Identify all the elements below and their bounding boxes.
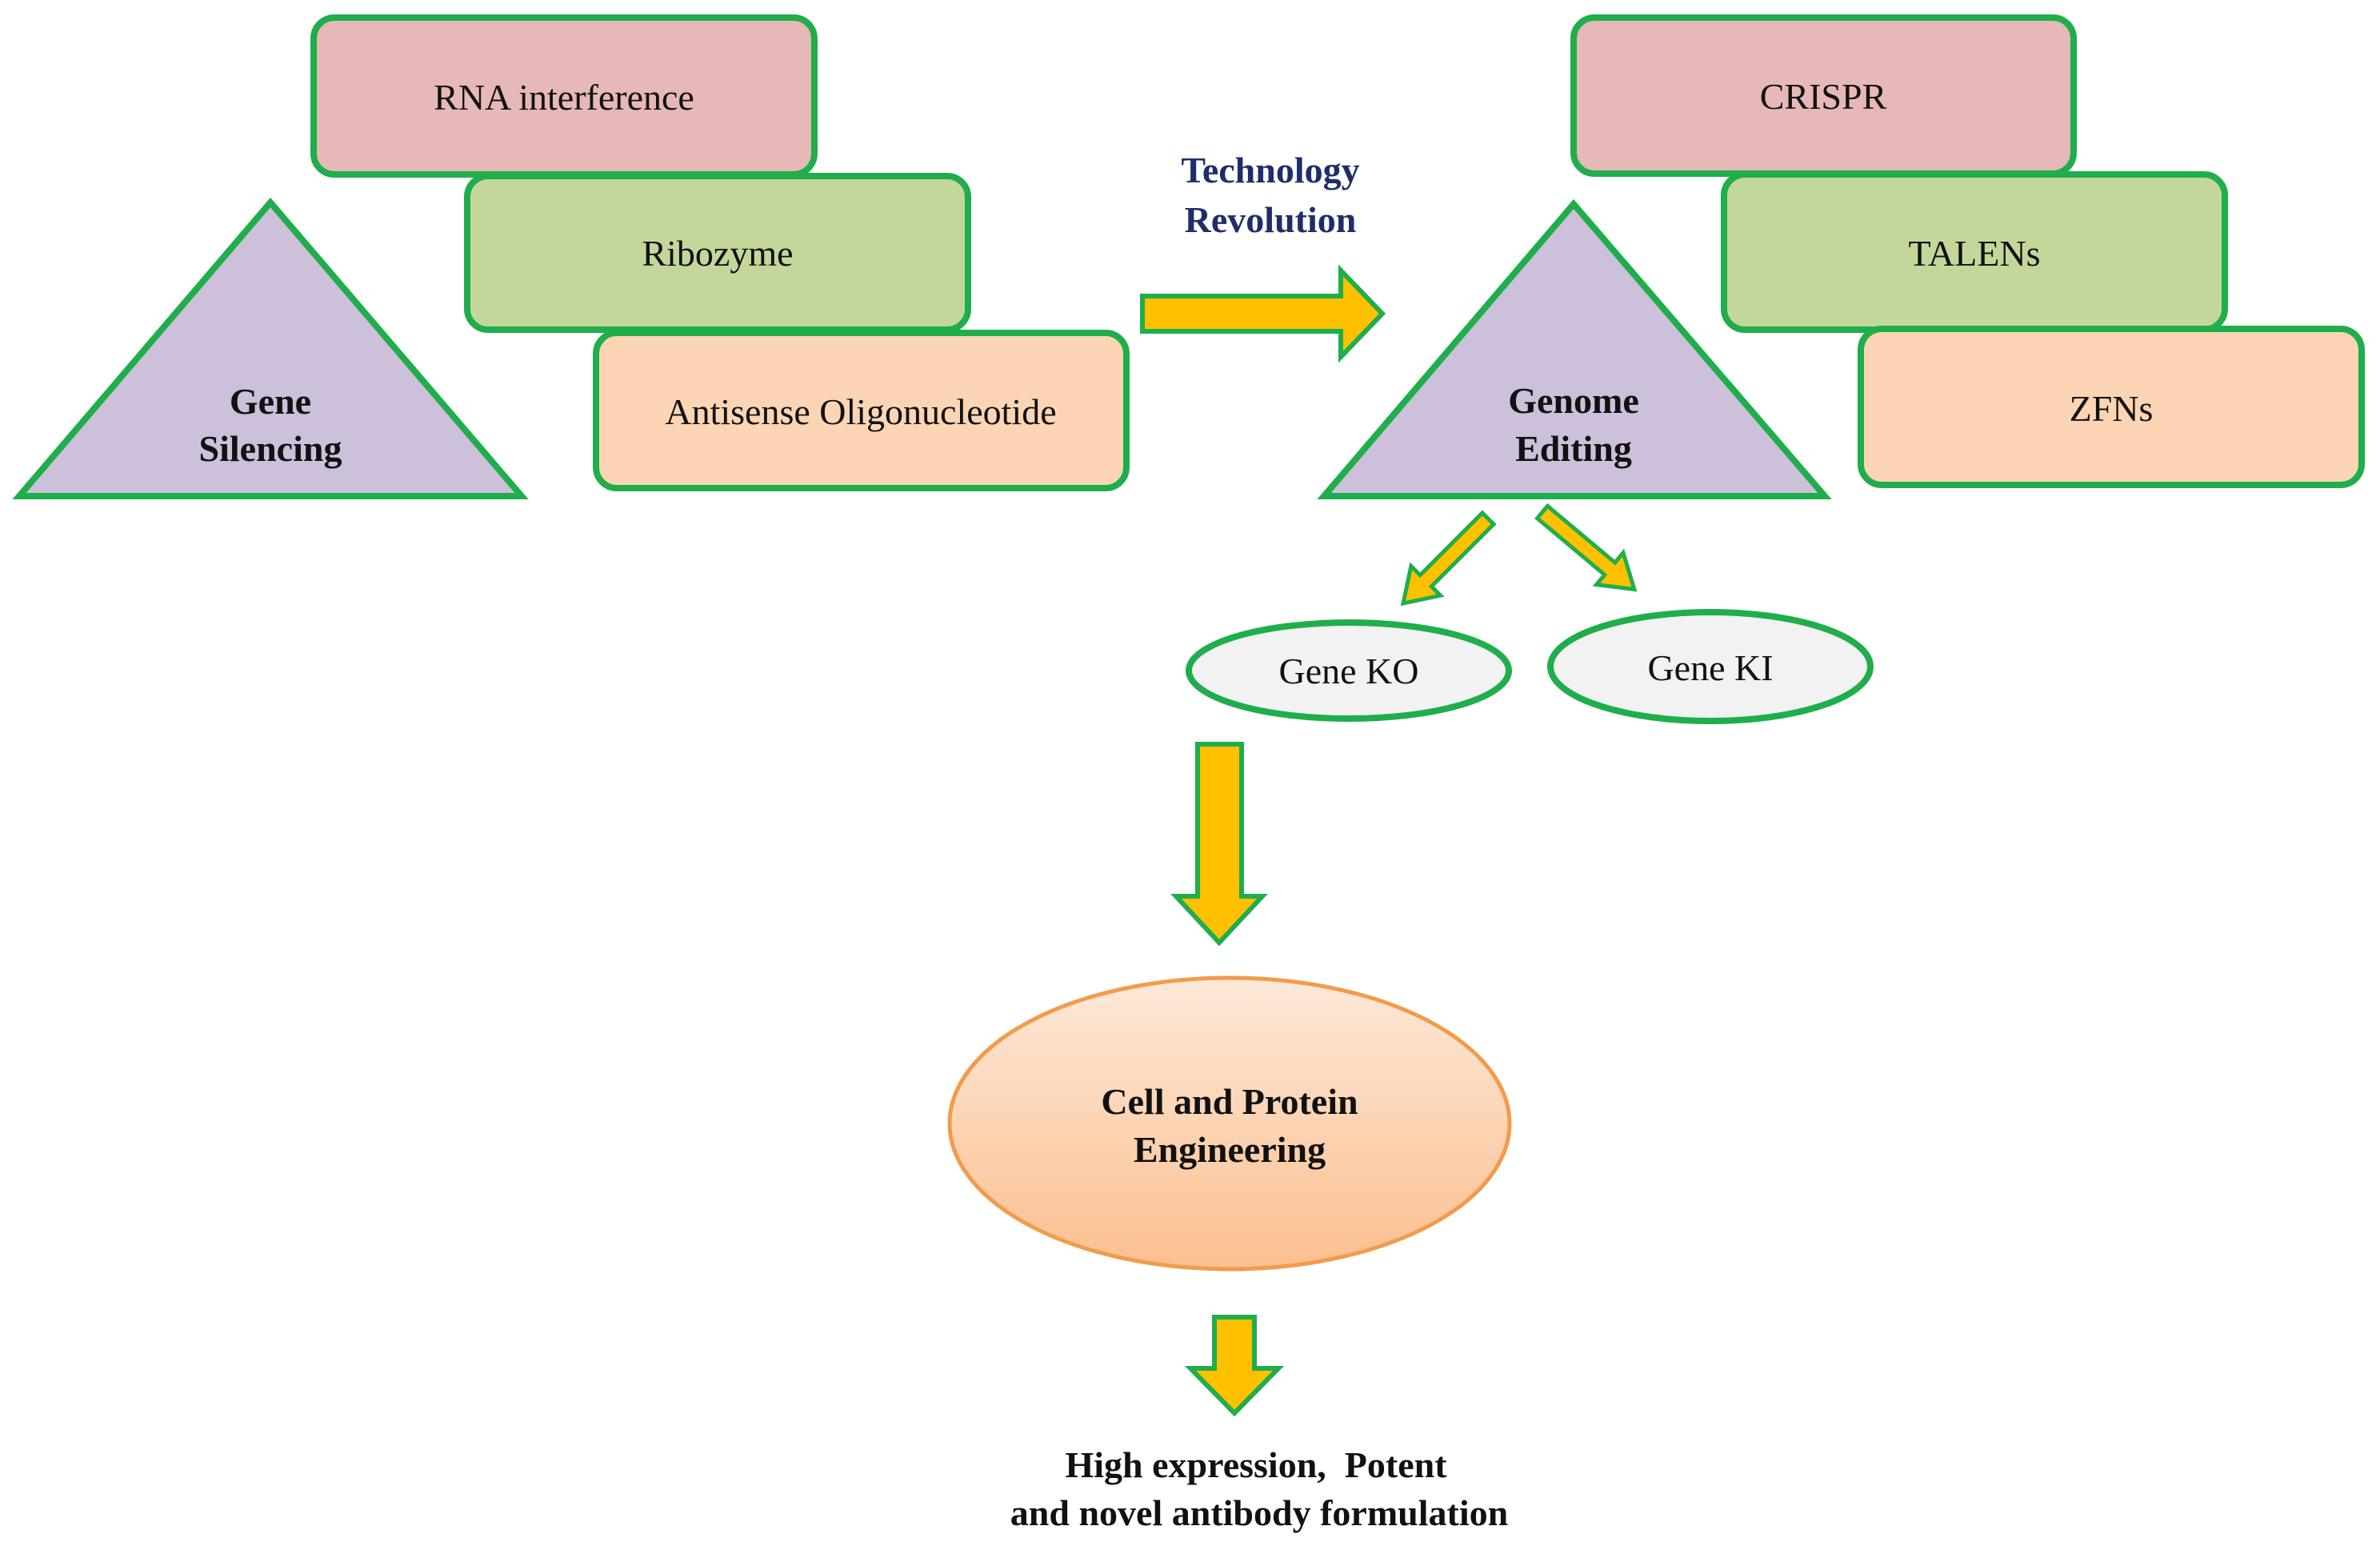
genome-editing-triangle — [1317, 198, 1832, 499]
arrow-to-gene-ki — [1534, 503, 1638, 592]
arrow-to-gene-ko — [1400, 510, 1497, 607]
rna-interference-label: RNA interference — [434, 77, 694, 118]
engineering-ellipse — [947, 975, 1512, 1272]
gene-silencing-triangle — [12, 197, 529, 499]
ribozyme-label: Ribozyme — [642, 233, 793, 274]
antisense-oligonucleotide-box — [593, 330, 1130, 491]
gene-silencing-title-line1: Gene — [230, 381, 311, 422]
genome-editing-title-line1: Genome — [1508, 380, 1639, 421]
crispr-label: CRISPR — [1760, 76, 1887, 117]
gene-ki-label: Gene KI — [1647, 647, 1773, 688]
arrow-to-result — [1184, 1315, 1285, 1417]
zfns-label: ZFNs — [2070, 388, 2154, 429]
zfns-box — [1858, 326, 2365, 488]
revolution-arrow — [1140, 264, 1386, 363]
engineering-line2: Engineering — [1134, 1129, 1326, 1170]
revolution-line1: Technology — [1181, 150, 1359, 190]
talens-label: TALENs — [1909, 233, 2041, 274]
result-line1: High expression, Potent — [1065, 1444, 1447, 1485]
arrow-to-engineering — [1170, 742, 1268, 947]
revolution-line2: Revolution — [1185, 199, 1357, 240]
gene-ki-ellipse — [1547, 609, 1874, 724]
genome-editing-title-line2: Editing — [1515, 428, 1632, 469]
gene-ko-ellipse — [1186, 619, 1512, 722]
result-line2: and novel antibody formulation — [1010, 1492, 1508, 1533]
antisense-oligonucleotide-label: Antisense Oligonucleotide — [665, 391, 1056, 432]
engineering-line1: Cell and Protein — [1101, 1081, 1358, 1122]
gene-silencing-title-line2: Silencing — [199, 428, 342, 469]
gene-ko-label: Gene KO — [1279, 651, 1419, 691]
